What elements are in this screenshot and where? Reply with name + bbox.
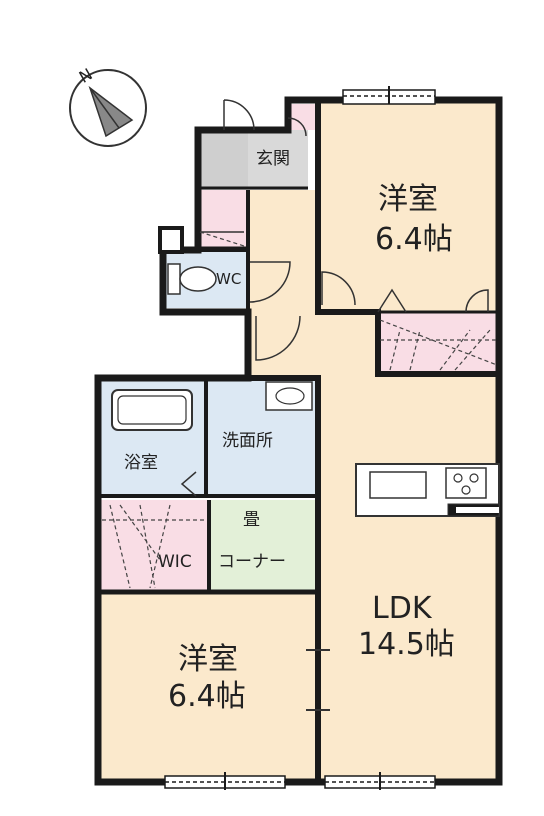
western-room-lower-name: 洋室 xyxy=(178,642,238,677)
western-room-upper-name: 洋室 xyxy=(378,182,438,217)
washroom-name: 洗面所 xyxy=(222,431,273,451)
front-door-icon xyxy=(223,99,255,131)
bath-door-icon xyxy=(180,471,197,497)
compass xyxy=(69,69,147,147)
toilet-name: WC xyxy=(216,270,242,288)
fixtures xyxy=(111,263,500,711)
closet-door-right-icon xyxy=(465,289,489,313)
closet-hatching xyxy=(102,231,498,589)
tatami-name-line1: 畳 xyxy=(243,510,260,530)
tatami-name-line2: コーナー xyxy=(218,552,286,572)
pillar xyxy=(158,226,184,254)
ldk-floor xyxy=(318,370,499,780)
entrance-name: 玄関 xyxy=(256,149,290,169)
toilet-door-icon xyxy=(249,261,291,303)
upper-closet-floor xyxy=(378,312,499,372)
bathroom-name: 浴室 xyxy=(124,453,158,473)
windows xyxy=(164,86,436,790)
western-room-upper-floor xyxy=(318,100,499,312)
toilet-tank-icon xyxy=(167,263,181,295)
western-room-upper-size: 6.4帖 xyxy=(375,222,453,257)
tatami-floor xyxy=(210,500,318,590)
upper-room-door-icon xyxy=(321,271,356,306)
ldk-name: LDK xyxy=(372,591,432,626)
closet-door-left-icon xyxy=(377,288,407,313)
western-room-lower-floor xyxy=(99,592,318,780)
hallway-lower-floor xyxy=(248,310,378,376)
western-room-lower-size: 6.4帖 xyxy=(168,679,246,714)
wic-name: WIC xyxy=(158,552,192,572)
entrance-pink-strip xyxy=(290,104,318,130)
floors xyxy=(99,100,499,780)
hallway-floor xyxy=(248,190,318,310)
interior-block-wall xyxy=(98,375,321,782)
entrance-step xyxy=(198,130,248,188)
kitchen-sink-icon xyxy=(369,471,427,499)
ldk-size: 14.5帖 xyxy=(358,627,455,662)
shoe-closet-floor xyxy=(198,190,248,248)
hall-door-icon xyxy=(255,315,301,361)
toilet-bowl-icon xyxy=(179,266,217,292)
entrance-door-icon xyxy=(287,117,307,137)
